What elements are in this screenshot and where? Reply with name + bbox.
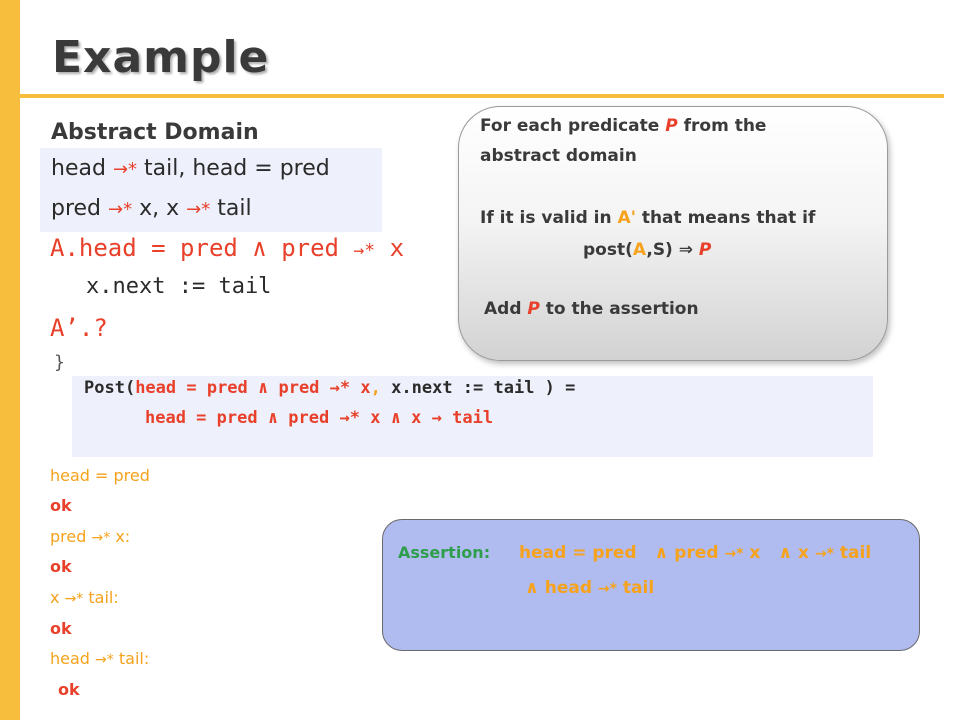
callout-line-5: Add P to the assertion: [484, 299, 699, 319]
domain-term: x, x: [139, 196, 180, 221]
callout-text: If it is valid in: [480, 208, 618, 228]
post-term: x: [360, 378, 371, 398]
assertion-line-1: head = pred ∧ pred →* x ∧ x →* tail: [519, 543, 871, 563]
slide-title: Example: [52, 32, 270, 83]
post-line-1: Post(head = pred ∧ pred →* x, x.next := …: [84, 378, 575, 398]
check-result: ok: [50, 619, 72, 638]
post-keyword: Post(: [84, 378, 136, 398]
callout-predicate: P: [665, 116, 678, 136]
check-term: x: [50, 588, 60, 607]
callout-line-2: abstract domain: [480, 146, 637, 166]
reach-arrow: →*: [597, 581, 617, 597]
assertion-term: ∧ pred: [654, 543, 719, 563]
reach-arrow: →*: [329, 378, 351, 398]
check-term: pred: [50, 527, 87, 546]
post-box: [72, 376, 873, 457]
code-token: x: [389, 234, 405, 262]
domain-term: head: [51, 156, 106, 181]
reach-arrow: →*: [339, 408, 360, 428]
reach-arrow: →*: [95, 652, 114, 668]
abstract-domain-box: [40, 148, 382, 232]
reach-arrow: →*: [64, 591, 84, 607]
callout-line-1: For each predicate P from the: [480, 116, 766, 136]
callout-line-4: post(A,S) ⇒ P: [583, 240, 711, 260]
reach-arrow: →*: [108, 199, 133, 220]
check-term: head: [50, 649, 90, 668]
post-comma: ,: [370, 378, 381, 398]
domain-term: tail: [217, 196, 252, 221]
code-token: A.: [50, 234, 79, 262]
check-pred-x: pred →* x:: [50, 527, 130, 546]
reach-arrow: →*: [186, 199, 211, 220]
check-result: ok: [58, 680, 80, 699]
assertion-line-2: ∧ head →* tail: [525, 578, 654, 598]
callout-text: from the: [677, 116, 767, 136]
callout-text: For each predicate: [480, 116, 666, 136]
callout-line-3: If it is valid in A' that means that if: [480, 208, 815, 228]
check-term: x:: [115, 527, 131, 546]
reach-arrow: →*: [814, 546, 834, 562]
assertion-label: Assertion:: [398, 543, 491, 562]
left-accent-bar: [0, 0, 20, 720]
callout-text: to the assertion: [539, 299, 699, 319]
post-term: x.next := tail ) =: [391, 378, 576, 398]
callout-a: A: [632, 240, 647, 260]
callout-predicate: P: [698, 240, 712, 260]
code-line-a: A.head = pred ∧ pred →* x: [50, 234, 404, 262]
reach-arrow: →*: [91, 530, 111, 546]
reach-arrow: →*: [353, 240, 376, 261]
check-term: tail:: [88, 588, 119, 607]
assertion-term: tail: [839, 543, 872, 563]
code-statement: x.next := tail: [86, 274, 272, 299]
title-underline: [20, 94, 944, 98]
callout-text: ,S) ⇒: [646, 240, 699, 260]
callout-text: post(: [583, 240, 633, 260]
callout-a-prime: A': [617, 208, 636, 228]
explanation-callout: [458, 106, 888, 361]
domain-term: pred: [51, 196, 102, 221]
check-head-pred: head = pred: [50, 466, 150, 485]
check-x-tail: x →* tail:: [50, 588, 119, 607]
abstract-domain-heading: Abstract Domain: [51, 120, 259, 145]
domain-term: tail, head = pred: [144, 156, 330, 181]
assertion-box: [382, 519, 920, 651]
check-head-tail: head →* tail:: [50, 649, 149, 668]
reach-arrow: →*: [724, 546, 744, 562]
code-token: head = pred ∧ pred: [78, 234, 339, 262]
assertion-term: ∧ head: [525, 578, 592, 598]
callout-text: that means that if: [635, 208, 816, 228]
post-term: x ∧ x: [370, 408, 422, 428]
assertion-term: x: [749, 543, 761, 563]
next-arrow: →: [431, 408, 442, 428]
domain-line-2: pred →* x, x →* tail: [51, 196, 252, 221]
assertion-term: ∧ x: [778, 543, 810, 563]
code-brace: }: [54, 352, 65, 373]
callout-text: Add: [484, 299, 528, 319]
code-a-prime: A’.?: [50, 314, 108, 342]
check-result: ok: [50, 496, 72, 515]
post-line-2: head = pred ∧ pred →* x ∧ x → tail: [145, 408, 493, 428]
check-result: ok: [50, 557, 72, 576]
check-term: tail:: [118, 649, 150, 668]
reach-arrow: →*: [112, 159, 138, 180]
post-term: head = pred ∧ pred: [145, 408, 330, 428]
post-term: head = pred ∧ pred: [135, 378, 320, 398]
assertion-term: tail: [622, 578, 655, 598]
callout-predicate: P: [527, 299, 540, 319]
domain-line-1: head →* tail, head = pred: [51, 156, 330, 181]
assertion-term: head = pred: [519, 543, 637, 563]
post-term: tail: [452, 408, 494, 428]
